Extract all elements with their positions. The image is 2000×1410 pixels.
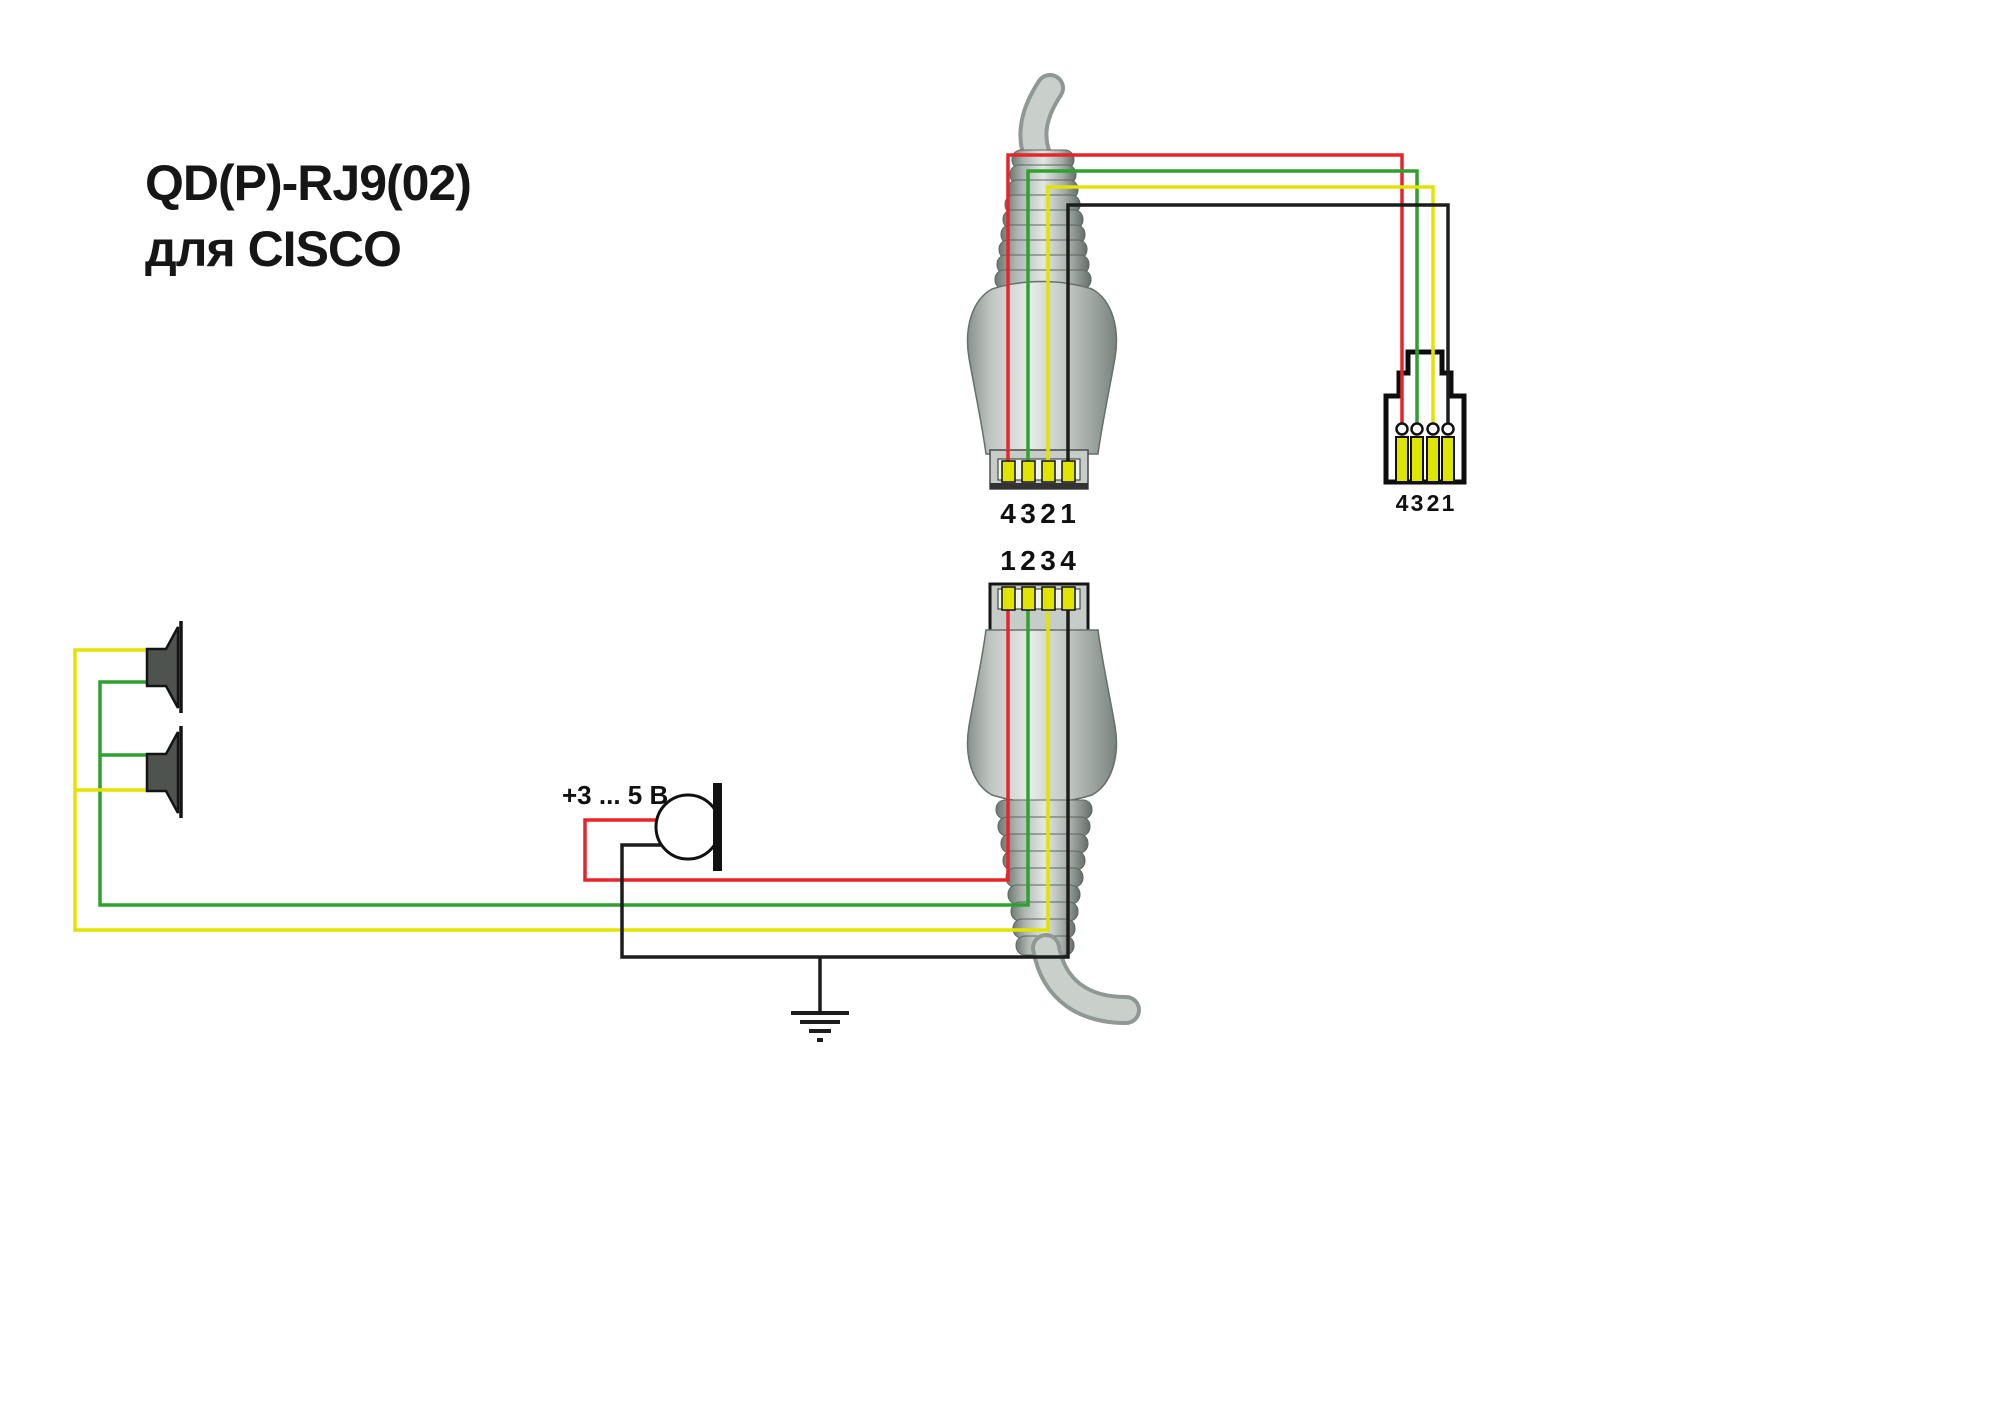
rj9-pin-label-4: 1 <box>1441 490 1455 516</box>
title-line-2: для CISCO <box>145 221 402 277</box>
qd-top-pins <box>1001 460 1076 483</box>
qd-bottom-pin-label-1: 1 <box>1000 545 1016 576</box>
qd-connector-bottom <box>966 582 1141 1025</box>
wire-green-speaker <box>98 598 1030 907</box>
qd-bottom-pin-label-2: 2 <box>1020 545 1036 576</box>
wires <box>73 153 1450 1012</box>
rj9-pin-label-3: 2 <box>1426 490 1440 516</box>
rj9-pin-label-1: 4 <box>1395 490 1409 516</box>
wire-black-top <box>1066 203 1450 470</box>
wire-black-mic <box>620 598 1070 959</box>
speaker-icon-top <box>145 621 183 713</box>
speaker-icon-bottom <box>145 726 183 818</box>
wire-red-top <box>1006 153 1404 470</box>
rj9-pin-label-2: 3 <box>1410 490 1424 516</box>
wire-red-mic <box>583 598 1010 882</box>
rj9-pins <box>1395 422 1455 483</box>
ground-icon <box>791 1011 849 1042</box>
qd-top-pin-label-1: 4 <box>1000 498 1016 529</box>
qd-bottom-pin-label-3: 3 <box>1040 545 1056 576</box>
qd-bottom-body <box>966 629 1118 804</box>
diagram-title: QD(P)-RJ9(02) для CISCO <box>145 150 472 282</box>
qd-bottom-pins <box>1001 586 1076 611</box>
wire-yellow-top <box>1046 185 1435 470</box>
qd-top-pin-label-2: 3 <box>1020 498 1036 529</box>
microphone-icon <box>654 783 722 871</box>
qd-top-body <box>966 280 1118 455</box>
wire-yellow-speaker <box>73 598 1050 932</box>
qd-top-pin-label-4: 1 <box>1060 498 1076 529</box>
wire-green-top <box>1026 169 1419 470</box>
mic-voltage-label: +3 ... 5 В <box>562 780 669 810</box>
qd-bottom-pin-label-4: 4 <box>1060 545 1076 576</box>
qd-top-pin-label-3: 2 <box>1040 498 1056 529</box>
qd-connector-top <box>966 73 1118 490</box>
title-line-1: QD(P)-RJ9(02) <box>145 155 472 211</box>
